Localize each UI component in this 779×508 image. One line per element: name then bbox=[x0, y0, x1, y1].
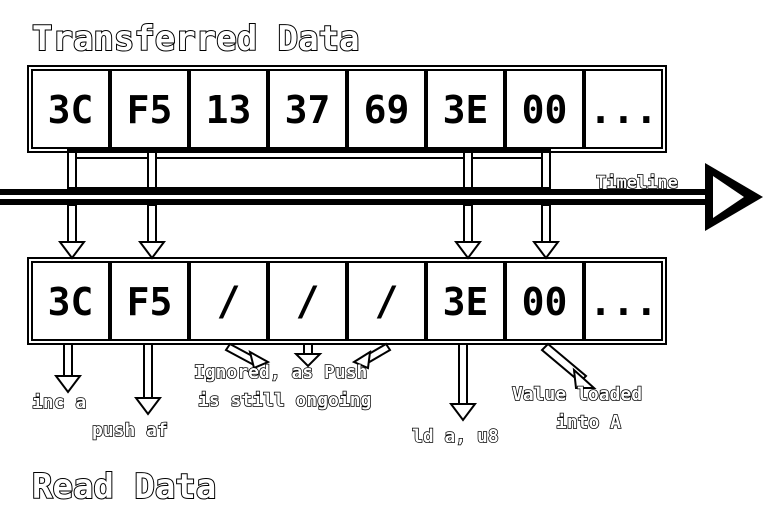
read-row: 3C F5 / / / 3E 00... bbox=[27, 257, 667, 345]
bracket-band bbox=[67, 149, 551, 189]
annotation-inc-a: inc a bbox=[32, 392, 86, 413]
transferred-cell bbox=[505, 69, 584, 149]
transferred-byte-label: F5 bbox=[127, 88, 173, 132]
read-byte-label: 00 bbox=[522, 280, 568, 324]
transferred-cell bbox=[189, 69, 268, 149]
transferred-cell bbox=[426, 69, 505, 149]
read-byte-label: / bbox=[295, 279, 319, 325]
read-byte-label: 3C bbox=[48, 280, 94, 324]
read-cell bbox=[189, 261, 268, 341]
read-cell bbox=[505, 261, 584, 341]
timeline-label: Timeline bbox=[596, 173, 678, 193]
transferred-byte-label: 69 bbox=[364, 88, 410, 132]
annotation-ignored-line2: is still ongoing bbox=[198, 390, 371, 411]
annotation-arrows bbox=[54, 342, 597, 422]
read-cell bbox=[426, 261, 505, 341]
transferred-cell bbox=[347, 69, 426, 149]
read-cell bbox=[110, 261, 189, 341]
transferred-cell bbox=[31, 69, 110, 149]
transferred-byte-label: 37 bbox=[285, 88, 331, 132]
read-cell bbox=[31, 261, 110, 341]
transferred-data-title: Transferred Data bbox=[32, 19, 360, 59]
read-cell bbox=[347, 261, 426, 341]
annotation-value-line2: into A bbox=[556, 412, 621, 433]
top-connectors bbox=[67, 149, 551, 191]
read-byte-label: F5 bbox=[127, 280, 173, 324]
transferred-cell bbox=[268, 69, 347, 149]
read-byte-label: / bbox=[374, 279, 398, 325]
transferred-cell bbox=[110, 69, 189, 149]
transferred-cell bbox=[584, 69, 663, 149]
transferred-row: 3C F5 13 37 69 3E 00... bbox=[27, 65, 667, 153]
annotation-ld-a-u8: ld a, u8 bbox=[412, 426, 499, 447]
transferred-byte-label: 3C bbox=[48, 88, 94, 132]
annotation-ignored-line1: Ignored, as Push bbox=[194, 362, 367, 383]
annotation-push-af: push af bbox=[92, 420, 168, 441]
read-byte-label: ... bbox=[589, 280, 658, 324]
transferred-byte-label: ... bbox=[589, 88, 658, 132]
annotations: inc a push af Ignored, as Push is still … bbox=[31, 361, 643, 448]
transferred-byte-label: 00 bbox=[522, 88, 568, 132]
read-cell bbox=[268, 261, 347, 341]
read-data-title: Read Data bbox=[32, 467, 216, 507]
bottom-connectors bbox=[58, 204, 560, 260]
read-byte-label: 3E bbox=[443, 280, 489, 324]
transferred-byte-label: 3E bbox=[443, 88, 489, 132]
timeline-arrow bbox=[0, 163, 763, 231]
read-byte-label: / bbox=[216, 279, 240, 325]
transferred-byte-label: 13 bbox=[206, 88, 252, 132]
annotation-value-line1: Value loaded bbox=[512, 384, 642, 405]
read-cell bbox=[584, 261, 663, 341]
